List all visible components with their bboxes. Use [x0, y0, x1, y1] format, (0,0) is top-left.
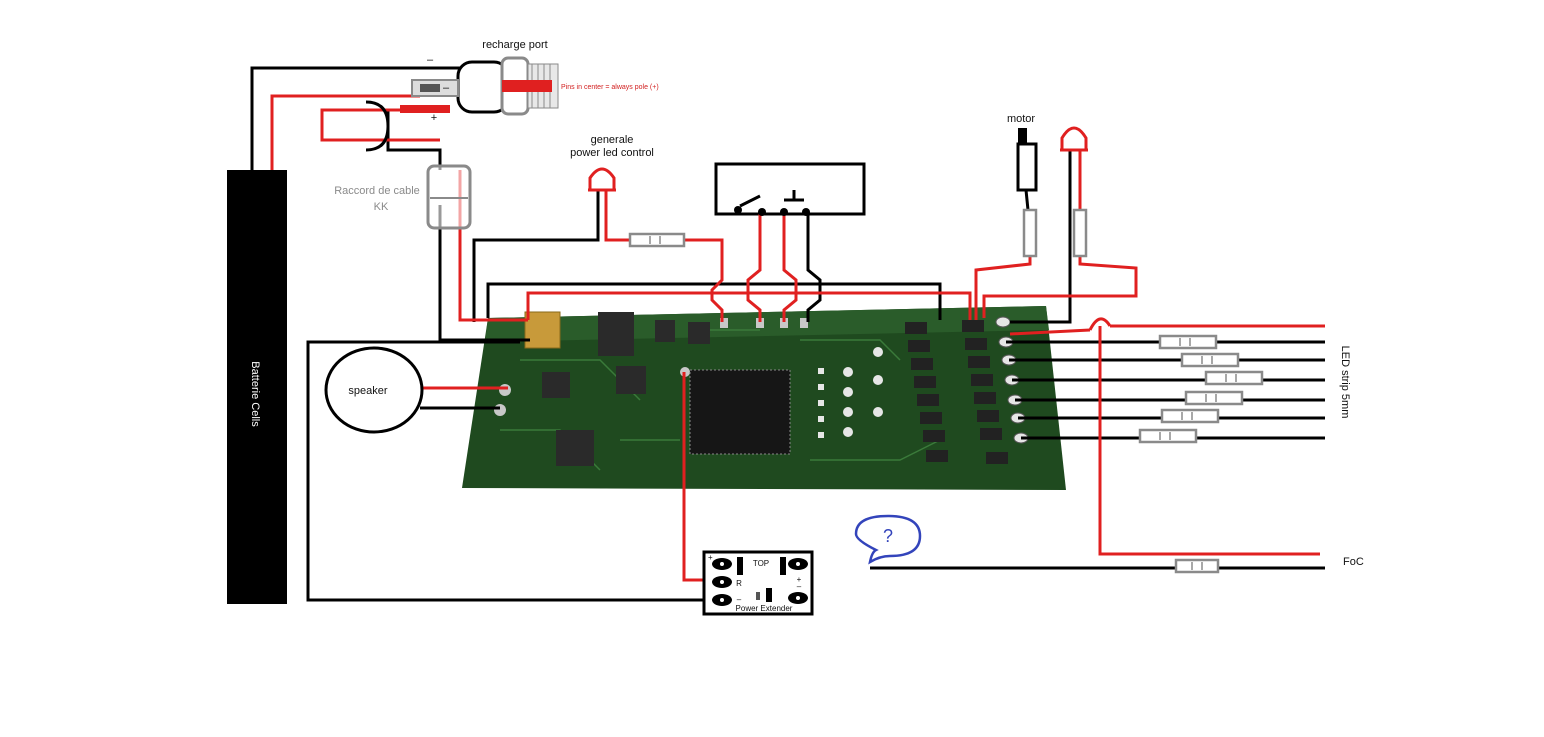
motor-led — [1060, 126, 1088, 152]
generale-label-line2: power led control — [570, 147, 654, 159]
plus-label: + — [431, 112, 437, 124]
question-bubble — [854, 514, 922, 565]
led-strip-label: LED strip 5mm — [1339, 346, 1351, 419]
pe-minus-right: – — [797, 582, 802, 591]
capacitor-chip — [524, 311, 561, 349]
pe-plus-left: + — [708, 553, 713, 562]
battery-label: Batterie Cells — [249, 361, 261, 427]
question-mark: ? — [883, 526, 893, 546]
red-wires — [270, 94, 1325, 582]
raccord-label-line2: KK — [374, 201, 389, 213]
regulator-chip — [598, 312, 634, 356]
power-extender — [702, 550, 814, 616]
pe-top-label: TOP — [753, 559, 769, 568]
motor — [1016, 128, 1038, 192]
recharge-port — [365, 56, 559, 152]
pe-plus-right: + — [797, 575, 802, 584]
pe-r-label: R — [736, 579, 742, 588]
pe-name-label: Power Extender — [736, 604, 793, 613]
black-wires — [250, 66, 1325, 602]
grey-connectors — [628, 208, 1264, 574]
generale-power-led — [588, 167, 616, 192]
battery-cells — [227, 170, 287, 604]
minus-top-label: – — [427, 54, 434, 66]
pe-minus-left: – — [737, 595, 742, 604]
foc-label: FoC — [1343, 556, 1364, 568]
sound-board-pcb — [462, 306, 1066, 490]
switch-contacts — [734, 206, 810, 216]
generale-label-line1: generale — [591, 134, 634, 146]
speaker — [324, 346, 424, 434]
minus-inner-label: – — [443, 82, 450, 94]
raccord-connector — [426, 164, 472, 230]
speaker-label: speaker — [348, 385, 387, 397]
motor-label: motor — [1007, 113, 1035, 125]
microcontroller-chip — [689, 369, 791, 455]
raccord-label-line1: Raccord de cable — [334, 185, 420, 197]
pins-note: Pins in center = always pole (+) — [561, 84, 659, 91]
recharge-port-label: recharge port — [482, 39, 547, 51]
